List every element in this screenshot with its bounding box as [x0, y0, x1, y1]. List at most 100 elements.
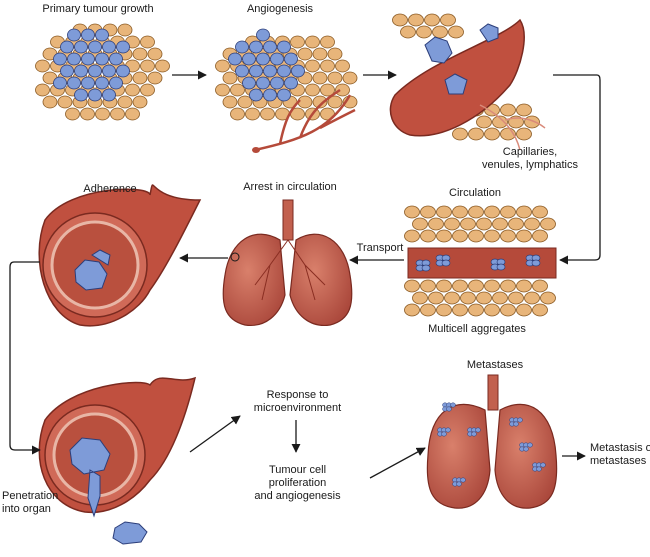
- metastatic-nodule: [456, 481, 462, 487]
- cell: [249, 64, 263, 78]
- aggregate-cell: [421, 264, 431, 272]
- label-capillaries-line-2: venules, lymphatics: [482, 159, 578, 171]
- cell: [508, 291, 524, 305]
- cell: [245, 107, 260, 121]
- cell: [436, 279, 452, 293]
- cell: [53, 52, 67, 66]
- cell: [249, 88, 263, 102]
- left-lung-1: [222, 233, 286, 326]
- feeding-vessel: [254, 88, 356, 152]
- tumour-cells-1: [53, 28, 130, 102]
- cell: [452, 303, 468, 317]
- trachea-2: [487, 374, 499, 411]
- cell: [327, 47, 343, 61]
- cell: [327, 95, 343, 109]
- cell: [468, 303, 484, 317]
- cell: [235, 64, 249, 78]
- cell: [516, 303, 532, 317]
- tumour-cells-2: [228, 28, 305, 102]
- arrow-adherence-to-penetration: [9, 261, 41, 455]
- metastatic-nodule: [445, 427, 451, 433]
- penetrating-tumour-cells: [69, 437, 111, 518]
- cell: [540, 291, 556, 305]
- cell: [452, 205, 468, 219]
- cell: [484, 127, 500, 141]
- trachea-1: [282, 199, 294, 241]
- label-metastases: Metastases: [466, 359, 524, 371]
- metastatic-nodules: [437, 402, 546, 487]
- angiogenesis-illustration: [215, 28, 358, 153]
- cell: [88, 40, 102, 54]
- cell: [305, 35, 320, 49]
- cell: [297, 95, 313, 109]
- aggregate-cell: [441, 259, 451, 267]
- cell: [492, 291, 508, 305]
- cell: [428, 217, 444, 231]
- label-circulation: Circulation: [449, 187, 501, 199]
- cell: [132, 95, 148, 109]
- arrow-proliferation-to-metastases: [369, 447, 426, 479]
- cell: [420, 279, 436, 293]
- cell: [500, 279, 516, 293]
- cell: [484, 303, 500, 317]
- cell: [35, 59, 50, 73]
- cell: [102, 40, 116, 54]
- cell: [516, 279, 532, 293]
- cell: [81, 52, 95, 66]
- cell: [102, 64, 116, 78]
- cell: [412, 291, 428, 305]
- cell: [532, 229, 548, 243]
- cell: [81, 28, 95, 42]
- label-angiogenesis: Angiogenesis: [246, 3, 314, 15]
- cell: [500, 103, 516, 117]
- arrow-penetration-to-response: [189, 415, 241, 453]
- right-lung-1: [289, 233, 353, 326]
- cell: [516, 205, 532, 219]
- cell: [452, 279, 468, 293]
- cell: [335, 59, 350, 73]
- aggregate-cell: [496, 263, 506, 271]
- label-response-line-1: Response to: [266, 389, 329, 401]
- cell: [237, 95, 253, 109]
- cell: [484, 205, 500, 219]
- label-metastasis-of-line-1: Metastasis of: [590, 442, 650, 454]
- cell: [277, 64, 291, 78]
- metastatic-nodule: [536, 466, 542, 472]
- cell: [53, 76, 67, 90]
- cell: [305, 59, 320, 73]
- metastatic-nodule: [527, 442, 533, 448]
- cell: [277, 88, 291, 102]
- metastatic-nodule: [513, 421, 519, 427]
- cell: [420, 205, 436, 219]
- cell: [540, 217, 556, 231]
- cell: [74, 88, 88, 102]
- label-proliferation-line-2: proliferation: [268, 477, 327, 489]
- cell: [249, 40, 263, 54]
- cell: [524, 115, 540, 129]
- cell: [392, 13, 408, 27]
- cell: [436, 205, 452, 219]
- cell: [444, 291, 460, 305]
- escaped-tumour-cell: [112, 521, 148, 545]
- cell: [67, 28, 81, 42]
- arrow-invasion-to-circulation: [553, 74, 601, 265]
- cell: [74, 40, 88, 54]
- metastatic-nodule: [460, 477, 466, 483]
- cell: [320, 59, 335, 73]
- cell: [476, 217, 492, 231]
- cell: [222, 71, 238, 85]
- metastatic-nodule: [450, 402, 456, 408]
- lymphatic-branches: [479, 104, 546, 151]
- cell: [420, 229, 436, 243]
- label-response-line-2: microenvironment: [253, 402, 342, 414]
- cell: [109, 76, 123, 90]
- cell: [320, 83, 335, 97]
- label-transport: Transport: [356, 242, 404, 254]
- adherence-illustration: [38, 184, 202, 327]
- metastatic-nodule: [517, 417, 523, 423]
- cell: [476, 291, 492, 305]
- cell: [312, 47, 328, 61]
- cell: [140, 59, 155, 73]
- cell: [312, 95, 328, 109]
